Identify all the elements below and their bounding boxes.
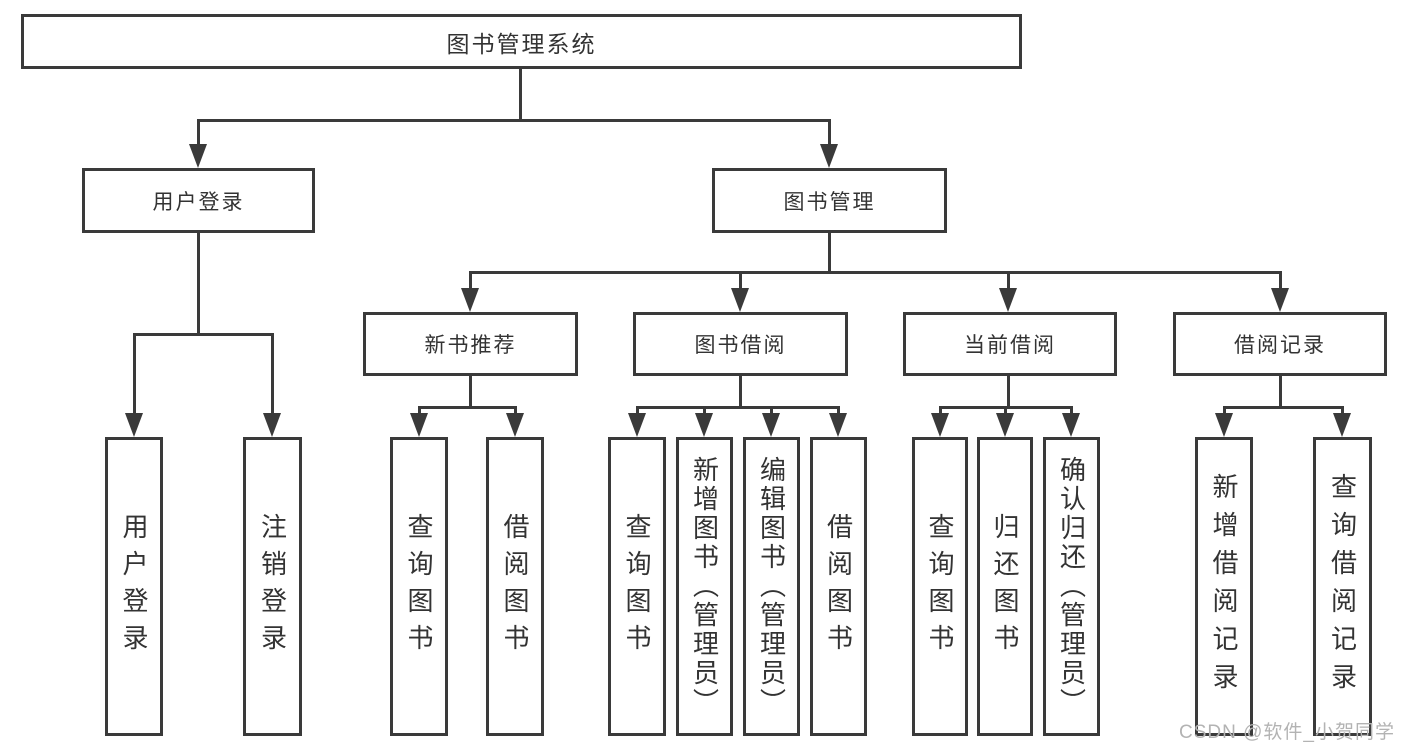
connector-leaf-drop (271, 333, 274, 415)
connector-level2-spread (197, 119, 831, 122)
arrow-down-icon (762, 413, 780, 437)
node-current-borrow: 当前借阅 (903, 312, 1117, 376)
connector-level3-drop (469, 271, 472, 293)
node-book-borrow: 图书借阅 (633, 312, 848, 376)
connector-bb-spread (636, 406, 840, 409)
arrow-down-icon (628, 413, 646, 437)
connector-level3-drop (739, 271, 742, 293)
arrow-down-icon (461, 288, 479, 312)
connector-leaf-drop (770, 406, 773, 416)
arrow-down-icon (125, 413, 143, 437)
connector-bb-stub (739, 376, 742, 409)
arrow-down-icon (263, 413, 281, 437)
leaf-add-books-admin: 新增图书（管理员） (676, 437, 733, 736)
connector-rec-stub (469, 376, 472, 409)
connector-leaf-drop (133, 333, 136, 415)
arrow-down-icon (1215, 413, 1233, 437)
connector-user-stub (197, 233, 200, 336)
leaf-borrow-books-recommend: 借阅图书 (486, 437, 544, 736)
connector-leaf-drop (703, 406, 706, 416)
connector-leaf-drop (514, 406, 517, 416)
arrow-down-icon (999, 288, 1017, 312)
leaf-borrow-books: 借阅图书 (810, 437, 867, 736)
leaf-query-books-recommend: 查询图书 (390, 437, 448, 736)
connector-br-stub (1279, 376, 1282, 409)
leaf-query-books-borrow: 查询图书 (608, 437, 666, 736)
arrow-down-icon (820, 144, 838, 168)
leaf-query-books-current: 查询图书 (912, 437, 968, 736)
watermark: CSDN @软件_小贺同学 (1179, 722, 1395, 743)
arrow-down-icon (1333, 413, 1351, 437)
arrow-down-icon (996, 413, 1014, 437)
connector-level3-drop (1007, 271, 1010, 293)
arrow-down-icon (1062, 413, 1080, 437)
node-new-book-recommend: 新书推荐 (363, 312, 578, 376)
connector-mgmt-stub (828, 233, 831, 274)
arrow-down-icon (506, 413, 524, 437)
leaf-confirm-return-admin: 确认归还（管理员） (1043, 437, 1100, 736)
leaf-return-books: 归还图书 (977, 437, 1033, 736)
connector-leaf-drop (837, 406, 840, 416)
leaf-add-borrow-record: 新增借阅记录 (1195, 437, 1253, 736)
connector-user-login-drop (197, 119, 200, 149)
connector-leaf-drop (1004, 406, 1007, 416)
connector-book-mgmt-drop (828, 119, 831, 149)
connector-level3-drop (1279, 271, 1282, 293)
arrow-down-icon (829, 413, 847, 437)
leaf-user-login: 用户登录 (105, 437, 163, 736)
connector-root-stub (519, 69, 522, 121)
leaf-logout-login: 注销登录 (243, 437, 302, 736)
connector-leaf-drop (1223, 406, 1226, 416)
connector-level3-spread (469, 271, 1282, 274)
arrow-down-icon (931, 413, 949, 437)
connector-rec-spread (418, 406, 517, 409)
connector-leaf-drop (636, 406, 639, 416)
arrow-down-icon (1271, 288, 1289, 312)
leaf-query-borrow-record: 查询借阅记录 (1313, 437, 1372, 736)
node-borrow-records: 借阅记录 (1173, 312, 1387, 376)
connector-cb-stub (1007, 376, 1010, 409)
connector-leaf-drop (939, 406, 942, 416)
arrow-down-icon (695, 413, 713, 437)
connector-leaf-drop (1070, 406, 1073, 416)
node-user-login: 用户登录 (82, 168, 315, 233)
connector-leaf-drop (418, 406, 421, 416)
node-book-management: 图书管理 (712, 168, 947, 233)
connector-leaf-drop (1341, 406, 1344, 416)
arrow-down-icon (410, 413, 428, 437)
arrow-down-icon (731, 288, 749, 312)
connector-user-spread (133, 333, 274, 336)
arrow-down-icon (189, 144, 207, 168)
connector-br-spread (1223, 406, 1344, 409)
node-library-system: 图书管理系统 (21, 14, 1022, 69)
leaf-edit-books-admin: 编辑图书（管理员） (743, 437, 800, 736)
